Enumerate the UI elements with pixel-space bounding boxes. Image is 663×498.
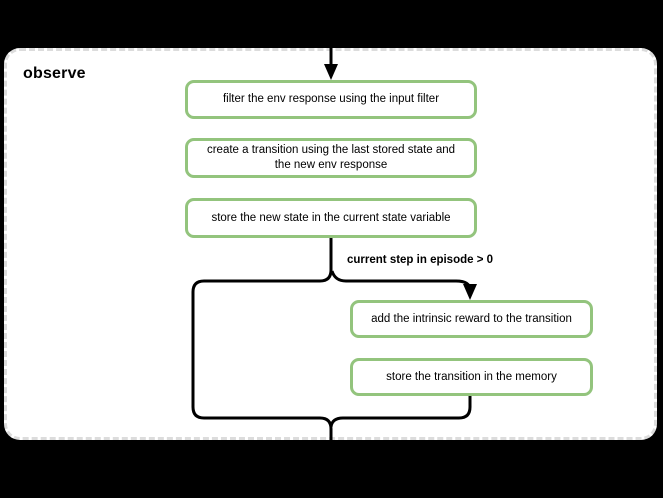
node-store-new-state: store the new state in the current state… [185,198,477,238]
node-add-intrinsic-reward: add the intrinsic reward to the transiti… [350,300,593,338]
node-label: add the intrinsic reward to the transiti… [371,312,572,325]
page-title: observe [23,65,86,82]
edge-condition-label: current step in episode > 0 [347,254,494,266]
node-label: store the transition in the memory [386,370,557,383]
node-create-transition: create a transition using the last store… [185,138,477,178]
node-store-transition: store the transition in the memory [350,358,593,396]
node-label: create a transition using the last store… [206,144,456,171]
node-filter-env-response: filter the env response using the input … [185,80,477,119]
node-label: filter the env response using the input … [222,93,440,106]
node-label: store the new state in the current state… [211,211,451,224]
